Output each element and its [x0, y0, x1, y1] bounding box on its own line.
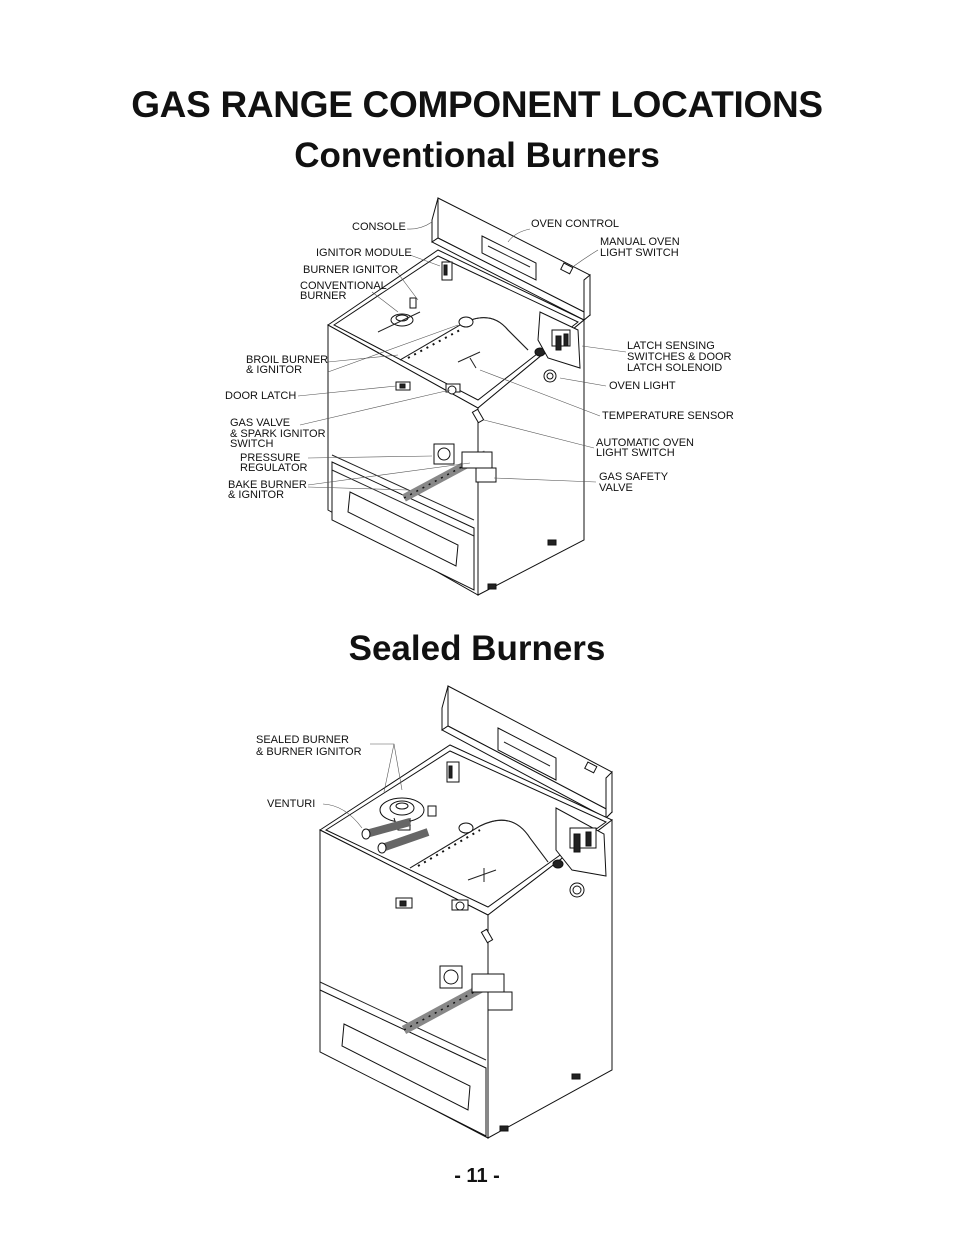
label-automatic-oven-light-switch-1: AUTOMATIC OVEN: [596, 437, 694, 449]
label-gas-valve-3: SWITCH: [230, 438, 273, 450]
label-sealed-burner-1: SEALED BURNER: [256, 734, 349, 746]
label-oven-control: OVEN CONTROL: [531, 218, 619, 230]
label-pressure-regulator-1: PRESSURE: [240, 452, 301, 464]
page-title: GAS RANGE COMPONENT LOCATIONS: [131, 84, 823, 125]
conventional-leader-lines: [297, 221, 627, 491]
label-ignitor-module: IGNITOR MODULE: [316, 247, 412, 259]
label-door-latch: DOOR LATCH: [225, 390, 296, 402]
conventional-burners-heading: Conventional Burners: [294, 136, 660, 175]
label-gas-valve-2: & SPARK IGNITOR: [230, 428, 326, 440]
label-gas-safety-valve-2: VALVE: [599, 482, 633, 494]
label-gas-valve-1: GAS VALVE: [230, 417, 290, 429]
label-bake-burner-1: BAKE BURNER: [228, 479, 307, 491]
label-manual-oven-light-switch-1: MANUAL OVEN: [600, 236, 680, 248]
label-automatic-oven-light-switch-2: LIGHT SWITCH: [596, 447, 675, 459]
label-latch-sensing-3: LATCH SOLENOID: [627, 362, 722, 374]
label-broil-burner-2: & IGNITOR: [246, 364, 302, 376]
label-conventional-burner-1: CONVENTIONAL: [300, 280, 387, 292]
label-burner-ignitor: BURNER IGNITOR: [303, 264, 398, 276]
label-manual-oven-light-switch-2: LIGHT SWITCH: [600, 247, 679, 259]
label-broil-burner-1: BROIL BURNER: [246, 354, 328, 366]
label-pressure-regulator-2: REGULATOR: [240, 462, 307, 474]
page-number: - 11 -: [454, 1165, 500, 1187]
label-console: CONSOLE: [352, 221, 406, 233]
sealed-burners-heading: Sealed Burners: [348, 629, 606, 668]
conventional-labels: CONSOLE OVEN CONTROL MANUAL OVEN LIGHT S…: [225, 218, 734, 501]
label-sealed-burner-2: & BURNER IGNITOR: [256, 746, 362, 758]
sealed-leader-lines: [322, 743, 403, 829]
label-latch-sensing-2: SWITCHES & DOOR: [627, 351, 732, 363]
sealed-labels: SEALED BURNER & BURNER IGNITOR VENTURI: [256, 734, 362, 810]
label-temperature-sensor: TEMPERATURE SENSOR: [602, 410, 734, 422]
sealed-range-illustration: [319, 685, 613, 1139]
label-venturi: VENTURI: [267, 798, 315, 810]
label-oven-light: OVEN LIGHT: [609, 380, 676, 392]
label-gas-safety-valve-1: GAS SAFETY: [599, 471, 669, 483]
conventional-range-illustration: [327, 197, 591, 596]
label-conventional-burner-2: BURNER: [300, 290, 347, 302]
label-latch-sensing-1: LATCH SENSING: [627, 340, 715, 352]
label-bake-burner-2: & IGNITOR: [228, 489, 284, 501]
